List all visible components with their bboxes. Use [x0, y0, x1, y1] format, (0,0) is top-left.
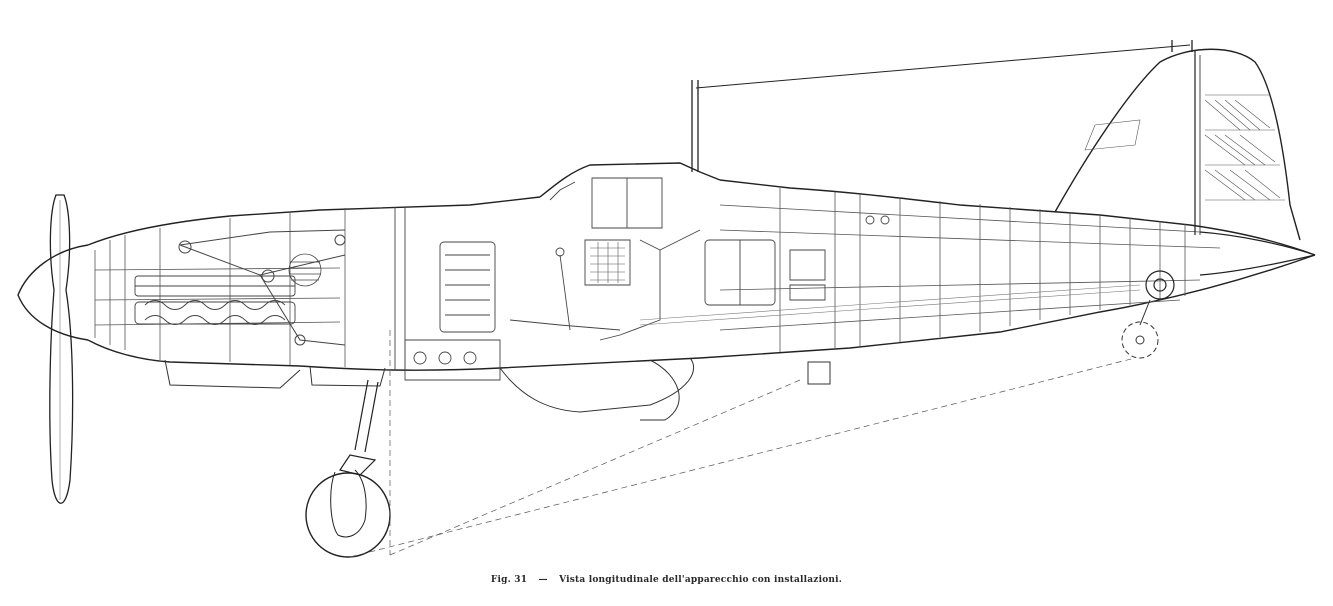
engine-block — [135, 276, 295, 325]
caption-dash: — — [538, 575, 548, 585]
wing-root — [500, 358, 830, 420]
firewall-section — [395, 207, 500, 380]
tail-cone — [1146, 232, 1315, 299]
chin-intake — [165, 360, 385, 388]
caption-text: Vista longitudinale dell'apparecchio con… — [559, 575, 843, 585]
oil-cooler — [289, 254, 321, 286]
fuselage-frames — [640, 188, 1220, 352]
engine-mount — [179, 230, 345, 345]
tail-wheel — [1122, 300, 1158, 358]
cowling-panels — [95, 208, 345, 367]
propeller — [50, 195, 73, 503]
caption-label: Fig. 31 — [490, 575, 528, 585]
main-landing-gear — [306, 380, 390, 557]
figure-caption: Fig. 31 — Vista longitudinale dell'appar… — [0, 575, 1333, 585]
fuselage-outline — [88, 163, 1315, 370]
cockpit — [510, 178, 700, 340]
aerial-mast — [692, 40, 1192, 172]
radio-bay — [705, 216, 889, 305]
reference-lines — [350, 330, 1135, 557]
rudder-hatching — [1085, 95, 1285, 200]
spinner — [18, 245, 88, 340]
vertical-tail — [1055, 49, 1300, 240]
